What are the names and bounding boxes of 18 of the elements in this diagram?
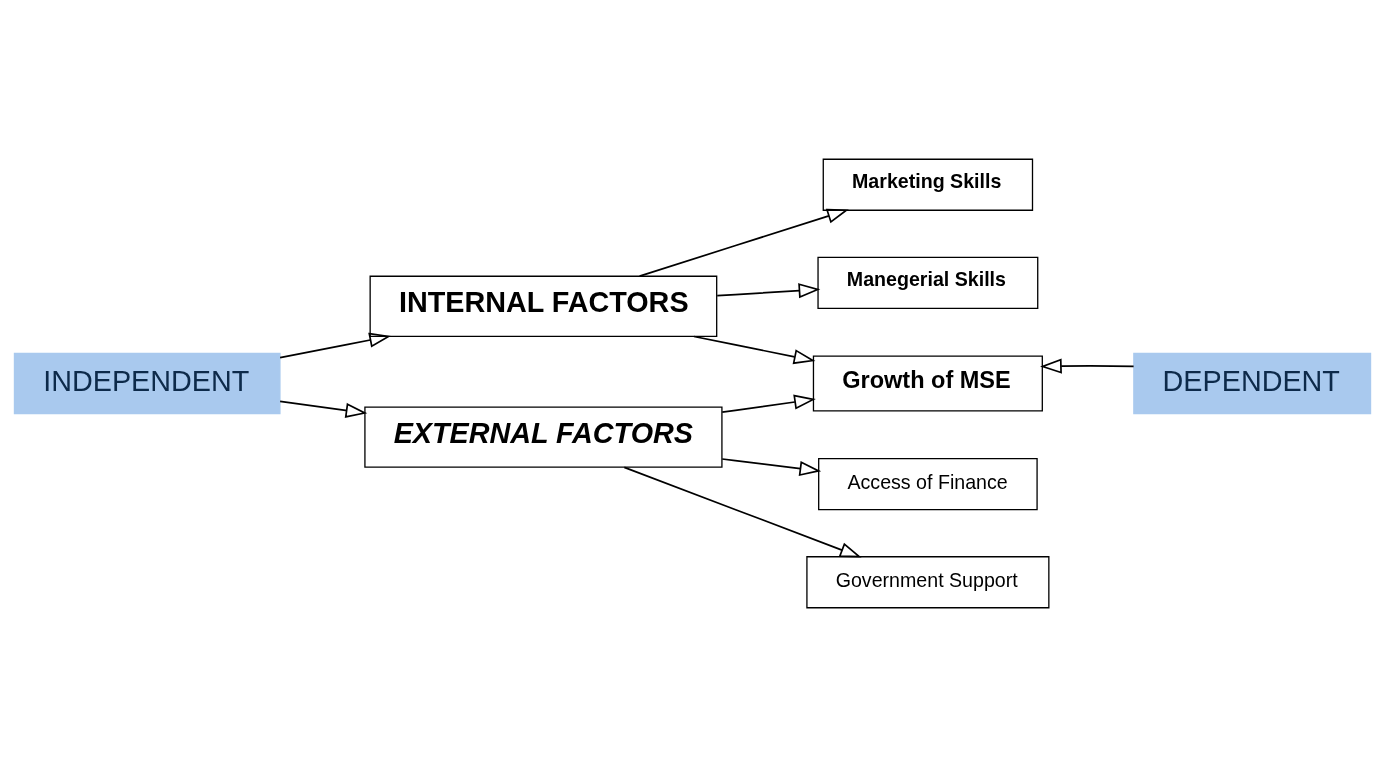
arrow: [693, 335, 816, 364]
arrow: [638, 208, 849, 277]
arrow: [279, 400, 368, 418]
arrow: [279, 332, 391, 359]
node-box: Marketing Skills: [822, 158, 1034, 211]
node-box: Government Support: [806, 555, 1050, 608]
arrow: [1040, 358, 1135, 374]
node-box: Manegerial Skills: [817, 256, 1039, 309]
node-box: Access of Finance: [818, 457, 1038, 510]
arrow: [721, 457, 822, 476]
node-box: Growth of MSE: [812, 354, 1043, 412]
arrow: [623, 466, 862, 558]
node-box: EXTERNAL FACTORS: [364, 405, 723, 468]
node-box: INDEPENDENT: [13, 352, 281, 414]
arrow: [721, 394, 816, 413]
arrow: [716, 282, 821, 298]
node-box: INTERNAL FACTORS: [369, 275, 718, 337]
node-box: DEPENDENT: [1133, 352, 1372, 414]
